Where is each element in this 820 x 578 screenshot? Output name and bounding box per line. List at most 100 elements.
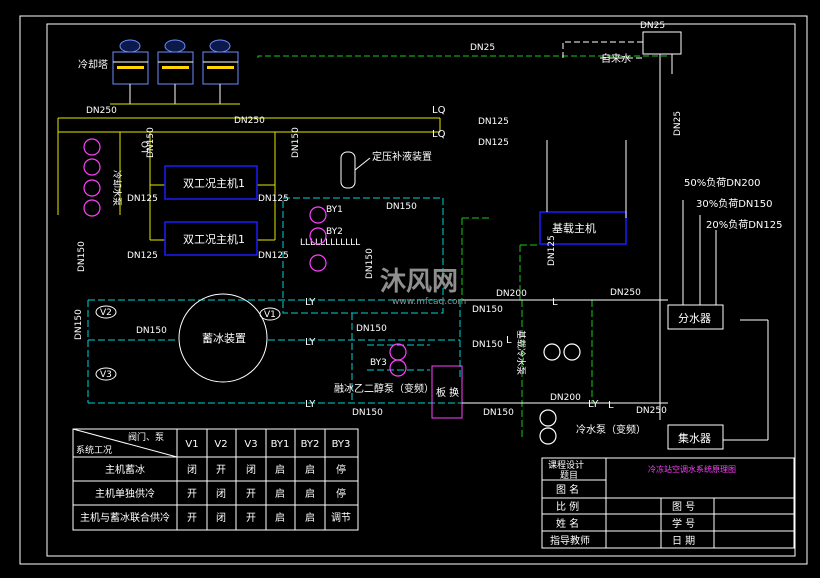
table-cell: 开 — [187, 513, 197, 524]
valve-tag-v1: V1 — [264, 310, 276, 320]
ice-storage-tank — [178, 293, 268, 383]
pipe-tag-lq: LQ — [432, 129, 446, 140]
pipe-tag-dn125: DN125 — [478, 138, 509, 148]
table-row-mode: 主机蓄冰 — [105, 463, 145, 476]
name-label: 姓 名 — [556, 517, 579, 530]
pipe-tag-dn250: DN250 — [636, 406, 667, 416]
pipe-tag-dn150: DN150 — [352, 408, 383, 418]
base-pump-label: 基载冷水泵 — [515, 330, 527, 375]
pipe-tag-dn125: DN125 — [547, 235, 557, 266]
return-header-label: 集水器 — [678, 431, 711, 445]
drawing-no-label: 图 号 — [672, 501, 695, 513]
pipe-tag-lq: LQ — [432, 105, 446, 116]
load-50-label: 50%负荷DN200 — [684, 176, 761, 189]
teacher-label: 指导教师 — [550, 534, 590, 547]
cooling-pump-label: 冷却水泵 — [111, 170, 123, 206]
cooling-tower-label: 冷却塔 — [78, 58, 108, 71]
pipe-tag-l: L — [552, 297, 558, 308]
pipe-tag-ly: LY — [588, 399, 599, 410]
drawing-title: 冷冻站空调水系统原理图 — [648, 464, 736, 474]
chilled-water-pumps — [539, 343, 581, 445]
pipe-tag-ly: LY — [305, 337, 316, 348]
pipe-tag-dn150: DN150 — [472, 340, 503, 350]
chiller-2 — [164, 221, 258, 256]
table-column-header: V2 — [214, 439, 227, 450]
pipe-tag-dn125: DN125 — [258, 251, 289, 261]
glycol-pumps — [309, 206, 407, 377]
table-corner-top: 阀门、泵 — [128, 431, 164, 443]
pipe-tag-dn150: DN150 — [291, 127, 301, 158]
table-cell: 闭 — [187, 463, 197, 476]
student-no-label: 学 号 — [672, 517, 695, 530]
table-column-header: BY1 — [271, 439, 290, 450]
table-cell: 闭 — [216, 511, 226, 524]
chiller-2-label: 双工况主机1 — [183, 232, 245, 246]
pump-tag-by1: BY1 — [326, 205, 343, 215]
table-cell: 启 — [275, 511, 285, 524]
supply-header-label: 分水器 — [678, 312, 711, 325]
pipe-tag-dn150: DN150 — [365, 248, 375, 279]
inner-border — [46, 23, 796, 557]
pipe-tag-dn200: DN200 — [496, 289, 527, 299]
pipe-tag-dn150: DN150 — [77, 241, 87, 272]
table-corner-bottom: 系统工况 — [76, 444, 112, 456]
load-30-label: 30%负荷DN150 — [696, 197, 773, 210]
watermark-text: 沐风网 — [380, 267, 458, 297]
pipe-tag-dn125: DN125 — [478, 117, 509, 127]
watermark-url: www.mfcad.com — [392, 297, 466, 307]
pipe-tag-ly: LY — [305, 399, 316, 410]
table-cell: 开 — [187, 489, 197, 500]
table-row-mode: 主机单独供冷 — [95, 487, 155, 500]
table-cell: 启 — [275, 487, 285, 500]
table-cell: 启 — [305, 463, 315, 476]
pipe-tag-dn150: DN150 — [483, 408, 514, 418]
pipe-tag-dn25: DN25 — [640, 21, 665, 31]
table-cell: 开 — [246, 513, 256, 524]
pipe-tag-dn150: DN150 — [136, 326, 167, 336]
cooling-towers: 冷却塔 — [78, 39, 239, 104]
mode-table — [72, 428, 359, 531]
pipe-tag-l: L — [506, 335, 512, 346]
pipe-tag-dn150: DN150 — [74, 309, 84, 340]
title-block — [541, 457, 795, 549]
makeup-water — [257, 31, 682, 420]
glycol-pump-label: 融冰乙二醇泵（变频） — [334, 382, 434, 395]
drawing-name-label: 图 名 — [556, 483, 579, 496]
load-20-label: 20%负荷DN125 — [706, 218, 783, 231]
pipe-tag-dn150: DN150 — [146, 127, 156, 158]
plate-hx-label: 板 换 — [436, 386, 459, 399]
return-header — [667, 424, 724, 450]
load-branches — [682, 200, 769, 441]
table-cell: 闭 — [246, 463, 256, 476]
table-column-header: BY2 — [301, 439, 320, 450]
valve-tag-v2: V2 — [100, 308, 112, 318]
pipe-tag-dn150: DN150 — [356, 324, 387, 334]
glycol-pipes — [87, 197, 590, 404]
pipe-tag-lq: LQ — [141, 141, 151, 153]
pump-tag-by3: BY3 — [370, 358, 387, 368]
table-row-mode: 主机与蓄冰联合供冷 — [80, 511, 170, 524]
pipe-tag-dn200: DN200 — [550, 393, 581, 403]
pipe-tag-dn250: DN250 — [86, 106, 117, 116]
table-cell: 开 — [216, 465, 226, 476]
table-column-header: BY3 — [332, 439, 351, 450]
table-cell: 开 — [246, 489, 256, 500]
table-cell: 启 — [305, 511, 315, 524]
ice-storage-label: 蓄冰装置 — [202, 332, 246, 345]
pipe-tag-dn125: DN125 — [258, 194, 289, 204]
pipe-tag-dn25: DN25 — [673, 111, 683, 136]
table-cell: 停 — [336, 463, 346, 476]
pipe-tag-l: L — [608, 400, 614, 411]
plate-heat-exchanger — [431, 365, 463, 419]
cooling-water-pipes — [57, 103, 441, 241]
pipe-tag-dn125: DN125 — [127, 251, 158, 261]
supply-header — [667, 304, 724, 330]
table-cell: 调节 — [331, 512, 351, 524]
cooling-water-pumps — [83, 138, 101, 217]
valves — [95, 305, 281, 381]
course-label: 课程设计 — [548, 459, 584, 471]
chiller-1 — [164, 165, 258, 200]
